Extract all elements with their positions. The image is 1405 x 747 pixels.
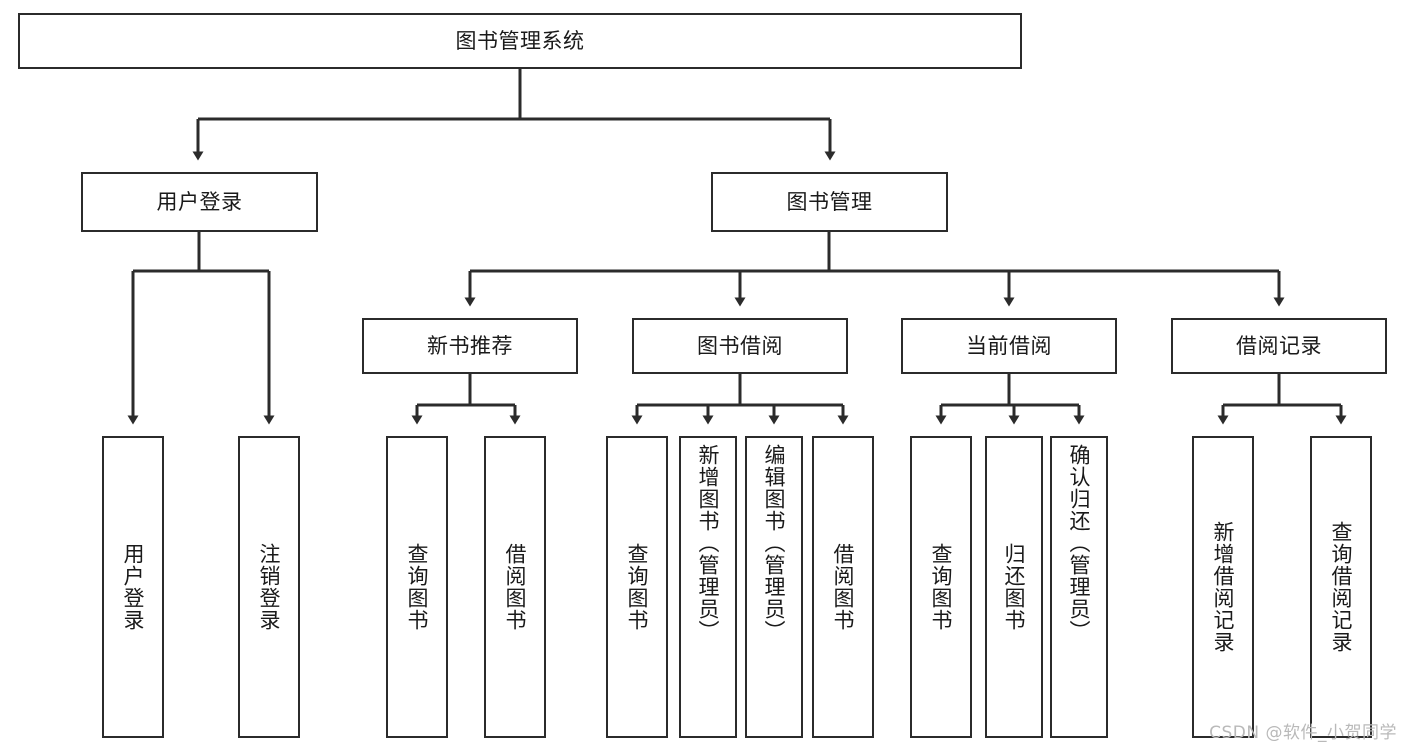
- node-label: 查询图书: [625, 543, 650, 631]
- node-leaf-borrow-book-2[interactable]: 借阅图书: [812, 436, 874, 738]
- node-leaf-confirm-return-admin[interactable]: 确认归还（管理员）: [1050, 436, 1108, 738]
- node-label: 查询图书: [405, 543, 430, 631]
- node-label: 用户登录: [156, 189, 243, 214]
- node-leaf-borrow-book-1[interactable]: 借阅图书: [484, 436, 546, 738]
- node-leaf-user-login[interactable]: 用户登录: [102, 436, 164, 738]
- node-leaf-add-borrow-record[interactable]: 新增借阅记录: [1192, 436, 1254, 738]
- node-system-root[interactable]: 图书管理系统: [18, 13, 1022, 69]
- node-leaf-edit-book-admin[interactable]: 编辑图书（管理员）: [745, 436, 803, 738]
- node-leaf-query-book-1[interactable]: 查询图书: [386, 436, 448, 738]
- node-leaf-logout-login[interactable]: 注销登录: [238, 436, 300, 738]
- node-new-book-recommend[interactable]: 新书推荐: [362, 318, 578, 374]
- node-label: 借阅图书: [503, 543, 528, 631]
- node-label: 图书管理系统: [455, 28, 585, 53]
- node-label: 确认归还（管理员）: [1067, 444, 1092, 642]
- node-book-management[interactable]: 图书管理: [711, 172, 948, 232]
- node-borrow-record[interactable]: 借阅记录: [1171, 318, 1387, 374]
- node-label: 查询借阅记录: [1329, 521, 1354, 653]
- node-leaf-add-book-admin[interactable]: 新增图书（管理员）: [679, 436, 737, 738]
- node-leaf-query-borrow-record[interactable]: 查询借阅记录: [1310, 436, 1372, 738]
- node-leaf-query-book-3[interactable]: 查询图书: [910, 436, 972, 738]
- node-label: 新增图书（管理员）: [696, 444, 721, 642]
- node-label: 借阅图书: [831, 543, 856, 631]
- node-label: 图书管理: [786, 189, 873, 214]
- node-label: 注销登录: [257, 543, 282, 631]
- node-leaf-return-book[interactable]: 归还图书: [985, 436, 1043, 738]
- node-book-borrow[interactable]: 图书借阅: [632, 318, 848, 374]
- node-current-borrow[interactable]: 当前借阅: [901, 318, 1117, 374]
- node-user-login[interactable]: 用户登录: [81, 172, 318, 232]
- node-label: 当前借阅: [966, 333, 1052, 358]
- node-label: 用户登录: [121, 543, 146, 631]
- node-label: 图书借阅: [697, 333, 783, 358]
- node-leaf-query-book-2[interactable]: 查询图书: [606, 436, 668, 738]
- node-label: 新增借阅记录: [1211, 521, 1236, 653]
- node-label: 归还图书: [1002, 543, 1027, 631]
- node-label: 编辑图书（管理员）: [762, 444, 787, 642]
- node-label: 查询图书: [929, 543, 954, 631]
- node-label: 借阅记录: [1236, 333, 1322, 358]
- node-label: 新书推荐: [427, 333, 513, 358]
